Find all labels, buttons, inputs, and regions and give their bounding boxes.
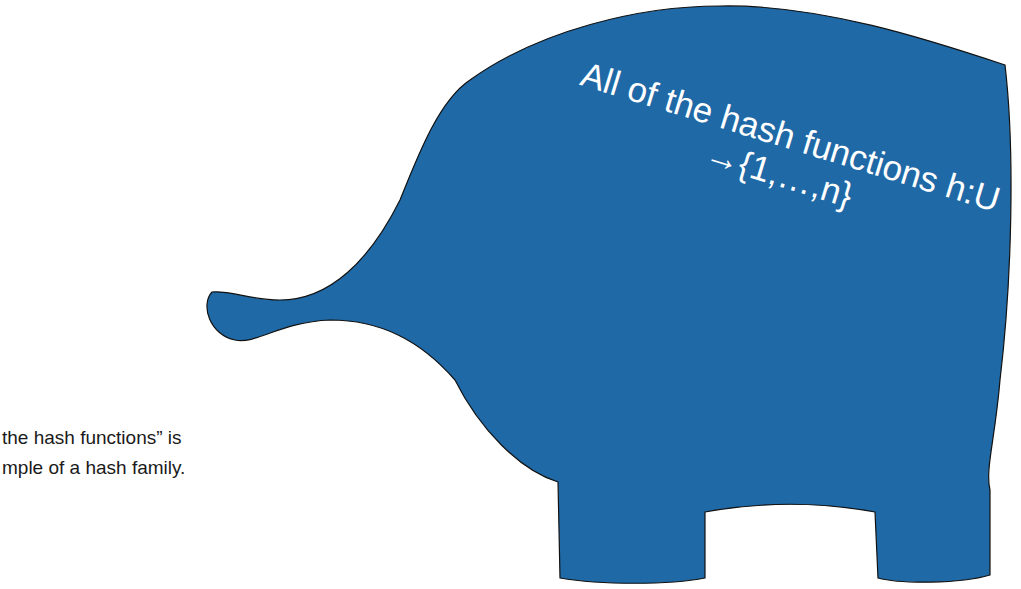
caption-note: mple of a hash family. bbox=[2, 457, 185, 480]
caption-note: the hash functions” is bbox=[2, 427, 182, 450]
elephant-body bbox=[207, 6, 1011, 583]
elephant-shape: All of the hash functions h:U →{1,…,n} bbox=[205, 5, 1015, 589]
